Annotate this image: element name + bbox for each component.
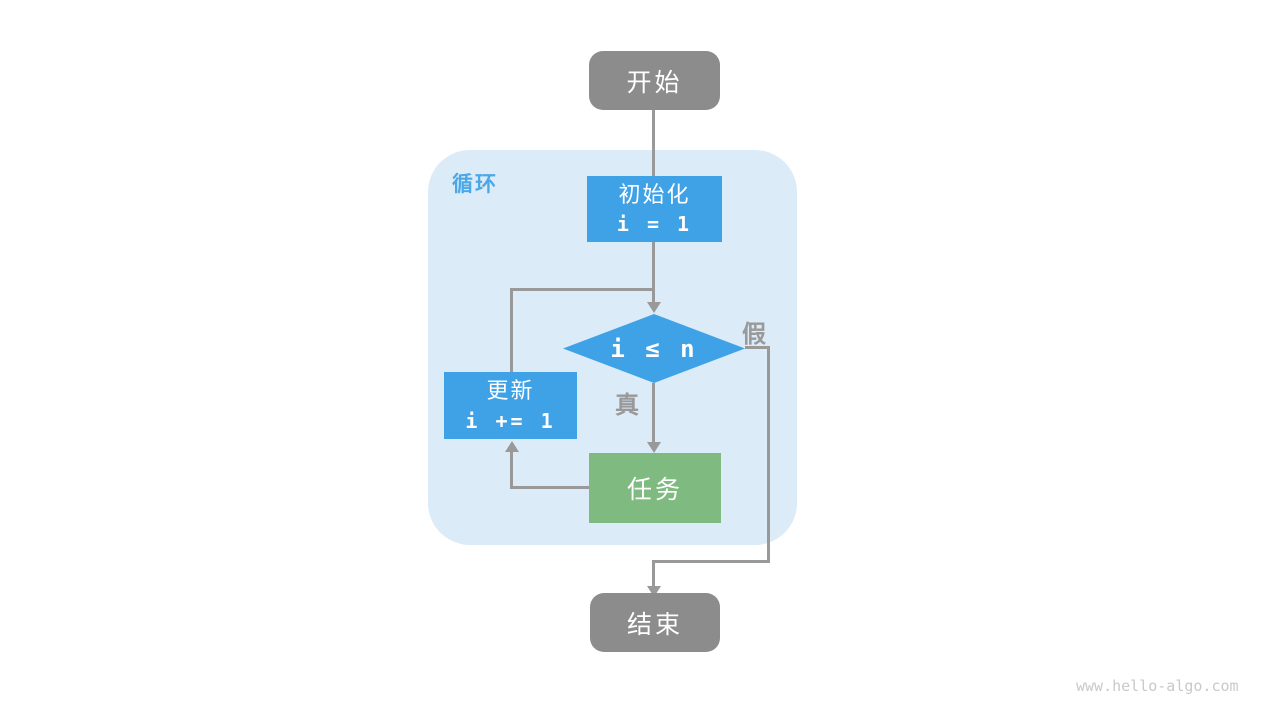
start-node: 开始: [589, 51, 720, 110]
arrowhead-into-condition: [647, 302, 661, 313]
end-node: 结束: [590, 593, 720, 652]
init-node-title: 初始化: [618, 181, 691, 207]
init-node-code: i = 1: [616, 212, 693, 237]
edge-loopback-junction: [510, 288, 655, 291]
edge-false-down: [767, 346, 770, 563]
edge-false-out: [745, 346, 770, 349]
true-branch-label: 真: [615, 392, 639, 419]
init-node: 初始化 i = 1: [587, 176, 722, 242]
edge-task-to-update: [510, 452, 513, 489]
start-node-label: 开始: [626, 68, 683, 97]
arrowhead-into-update: [505, 441, 519, 452]
false-branch-label: 假: [742, 321, 766, 348]
edge-update-up: [510, 288, 513, 372]
edge-false-across: [652, 560, 770, 563]
arrowhead-into-end: [647, 586, 661, 597]
loop-region-label: 循环: [452, 173, 498, 196]
task-node: 任务: [589, 453, 721, 523]
update-node: 更新 i += 1: [444, 372, 577, 439]
update-node-code: i += 1: [465, 408, 556, 433]
edge-task-left: [510, 486, 589, 489]
task-node-label: 任务: [626, 476, 683, 504]
watermark: www.hello-algo.com: [1076, 677, 1239, 695]
edge-init-to-condition: [652, 242, 655, 304]
end-node-label: 结束: [626, 610, 683, 639]
condition-node-label: i ≤ n: [610, 334, 698, 363]
update-node-title: 更新: [486, 378, 535, 404]
arrowhead-into-task: [647, 442, 661, 453]
edge-condition-to-task: [652, 383, 655, 443]
edge-into-end: [652, 560, 655, 587]
edge-start-to-init: [652, 110, 655, 177]
